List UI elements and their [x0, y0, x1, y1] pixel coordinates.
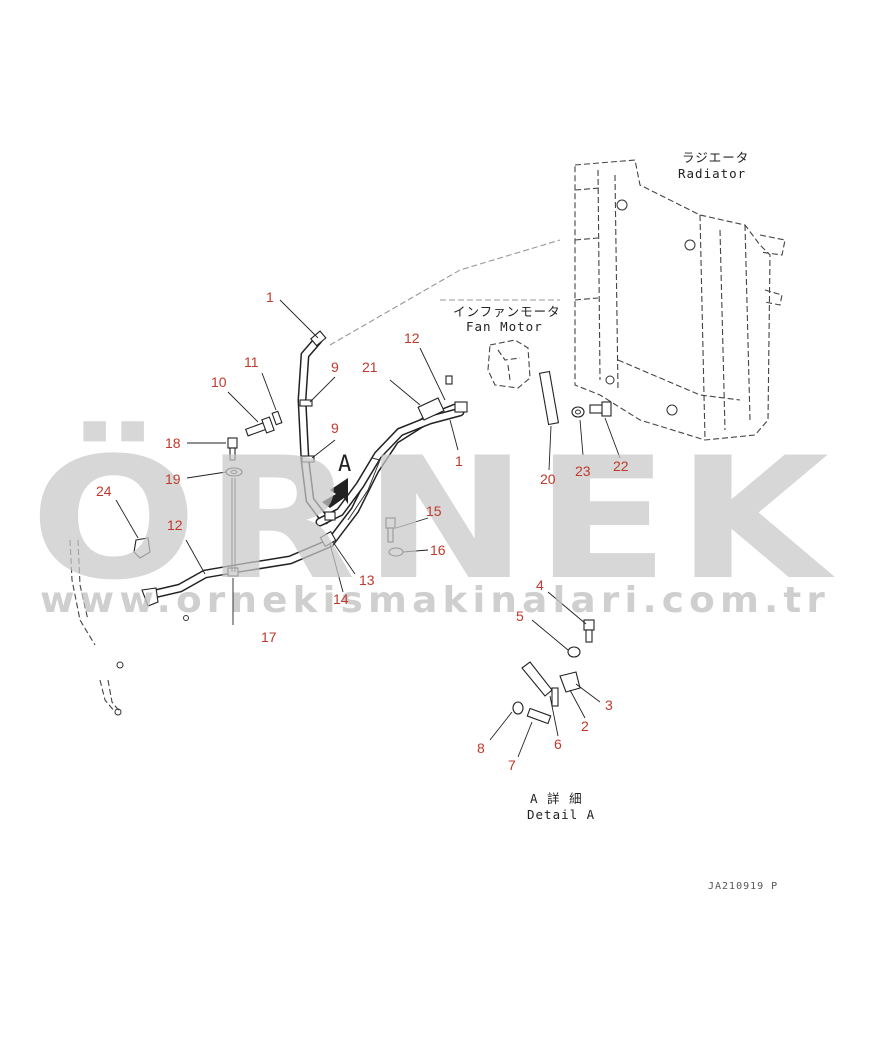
detail-a-parts	[512, 619, 595, 725]
label-part-21: 21	[362, 359, 378, 375]
radiator-jp-caption: ラジエータ	[682, 150, 749, 165]
elbow-fitting	[141, 587, 189, 621]
hose-1-upper	[297, 330, 330, 525]
label-part-13: 13	[359, 572, 375, 588]
hose-1-lower	[315, 407, 465, 527]
label-part-10: 10	[211, 374, 227, 390]
leader-lines	[115, 299, 621, 758]
label-part-20: 20	[540, 471, 556, 487]
label-part-17: 17	[261, 629, 277, 645]
label-part-4: 4	[536, 577, 544, 593]
bolt-15	[385, 517, 396, 543]
label-part-15: 15	[426, 503, 442, 519]
label-part-19: 19	[165, 471, 181, 487]
view-arrow-a	[322, 478, 348, 508]
label-part-16: 16	[430, 542, 446, 558]
label-part-12-left: 12	[167, 517, 183, 533]
label-part-22: 22	[613, 458, 629, 474]
bolt-small-top	[445, 375, 453, 385]
washer-11	[271, 410, 283, 426]
rod-19	[231, 478, 236, 572]
radiator-en-caption: Radiator	[678, 166, 746, 181]
label-part-23: 23	[575, 463, 591, 479]
label-part-6: 6	[554, 736, 562, 752]
label-part-8: 8	[477, 740, 485, 756]
label-part-9-top: 9	[331, 359, 339, 375]
bolt-22	[589, 401, 612, 417]
label-part-14: 14	[333, 591, 349, 607]
watermark-url: www.ornekismakinalari.com.tr	[40, 580, 830, 621]
watermark: ÖRNEK www.ornekismakinalari.com.tr	[30, 421, 836, 621]
bolt-10	[244, 416, 275, 437]
pipe-20	[538, 370, 560, 426]
label-part-7: 7	[508, 757, 516, 773]
detail-jp-caption: A 詳 細	[530, 791, 583, 806]
view-a-marker: A	[338, 452, 352, 477]
detail-en-caption: Detail A	[527, 807, 595, 822]
left-dashed-piping	[69, 539, 124, 716]
label-part-5: 5	[516, 608, 524, 624]
reference-line	[329, 239, 561, 346]
drawing-code: JA210919 P	[708, 881, 778, 892]
fan-motor-en-caption: Fan Motor	[466, 319, 543, 334]
label-part-1-top: 1	[266, 289, 274, 305]
label-part-11: 11	[244, 354, 259, 370]
bolt-18	[227, 437, 238, 461]
label-part-2: 2	[581, 718, 589, 734]
clip-24	[133, 537, 151, 559]
washer-23	[571, 406, 585, 418]
hose-detail	[347, 457, 381, 521]
label-part-24: 24	[96, 483, 112, 499]
watermark-brand: ÖRNEK	[30, 421, 836, 617]
fan-motor-jp-caption: インファンモータ	[453, 304, 561, 319]
label-part-18: 18	[165, 435, 181, 451]
radiator-outline	[574, 159, 786, 441]
label-part-12-top: 12	[404, 330, 420, 346]
clamps	[227, 397, 468, 577]
label-part-9-bottom: 9	[331, 420, 339, 436]
label-part-3: 3	[605, 697, 613, 713]
fan-motor-outline	[487, 339, 531, 389]
label-part-1-right: 1	[455, 453, 463, 469]
